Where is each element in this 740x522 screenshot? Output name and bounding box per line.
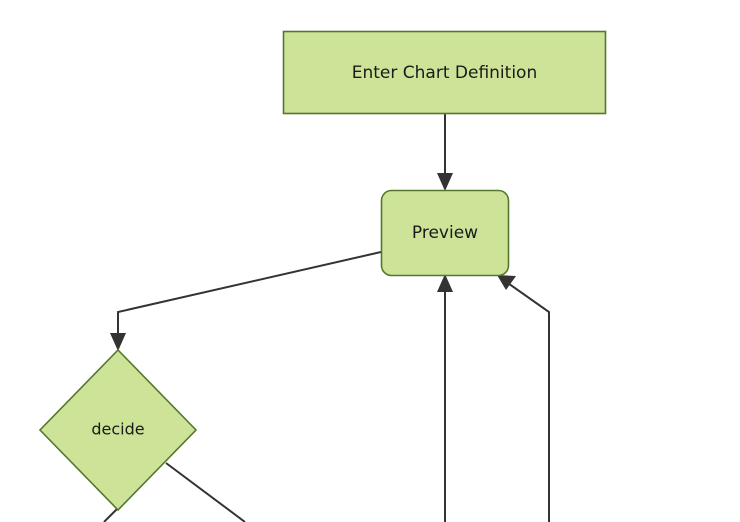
node-decide[interactable]: decide <box>38 348 198 512</box>
node-decide-shape[interactable] <box>38 348 198 512</box>
node-enter-chart-definition[interactable]: Enter Chart Definition <box>282 30 607 115</box>
arrowhead-up-left-into-preview <box>497 275 516 290</box>
edge-decide-out-left <box>103 508 118 522</box>
edge-into-preview-bottom-right-line <box>504 280 550 522</box>
edge-into-preview-bottom-right <box>497 275 550 522</box>
edge-preview-to-decide-line <box>117 251 382 341</box>
node-preview[interactable]: Preview <box>380 189 510 277</box>
edge-preview-to-decide <box>110 251 382 351</box>
node-enter-chart-definition-label: Enter Chart Definition <box>352 63 537 83</box>
node-preview-shape[interactable] <box>380 189 510 277</box>
arrowhead-down-into-decide <box>110 333 126 351</box>
edge-decide-out-left-line <box>103 508 118 522</box>
node-preview-label: Preview <box>412 223 478 243</box>
node-decide-label: decide <box>91 420 144 439</box>
arrowhead-up-into-preview <box>437 274 453 292</box>
edge-enter-to-preview <box>437 113 453 191</box>
arrowhead-down-into-preview <box>437 173 453 191</box>
edge-decide-out-right <box>165 462 246 522</box>
edge-into-preview-bottom <box>437 274 453 522</box>
edge-decide-out-right-line <box>165 462 246 522</box>
node-enter-chart-definition-shape[interactable] <box>282 30 607 115</box>
